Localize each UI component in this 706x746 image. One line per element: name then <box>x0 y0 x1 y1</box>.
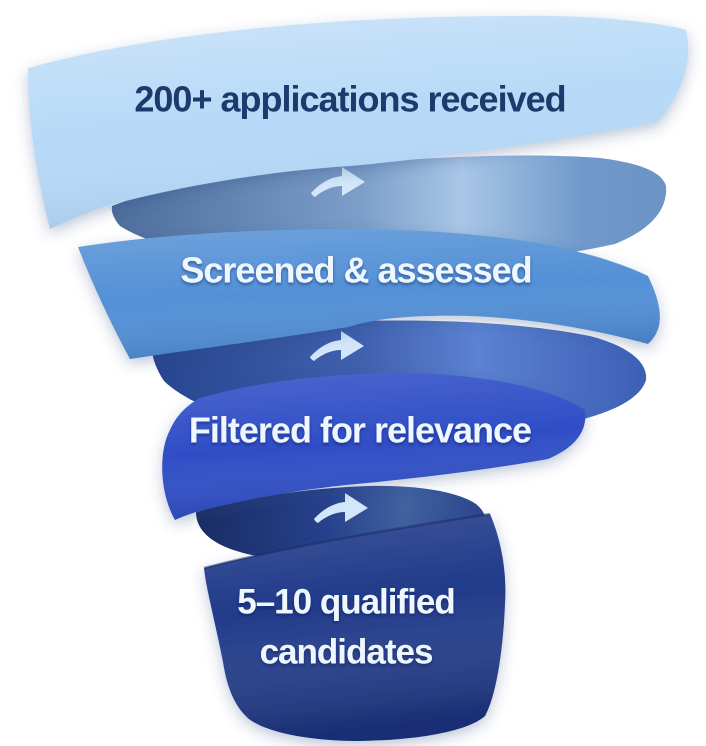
stage-2-label: Screened & assessed <box>180 250 531 291</box>
stage-4-label-line-2: candidates <box>260 633 433 672</box>
stage-3-label: Filtered for relevance <box>189 410 531 451</box>
funnel-stage-4-band <box>203 512 506 741</box>
stage-1-label: 200+ applications received <box>134 79 565 120</box>
cup-rim-crease <box>203 512 491 570</box>
stage-4-label-line-1: 5–10 qualified <box>237 583 454 622</box>
